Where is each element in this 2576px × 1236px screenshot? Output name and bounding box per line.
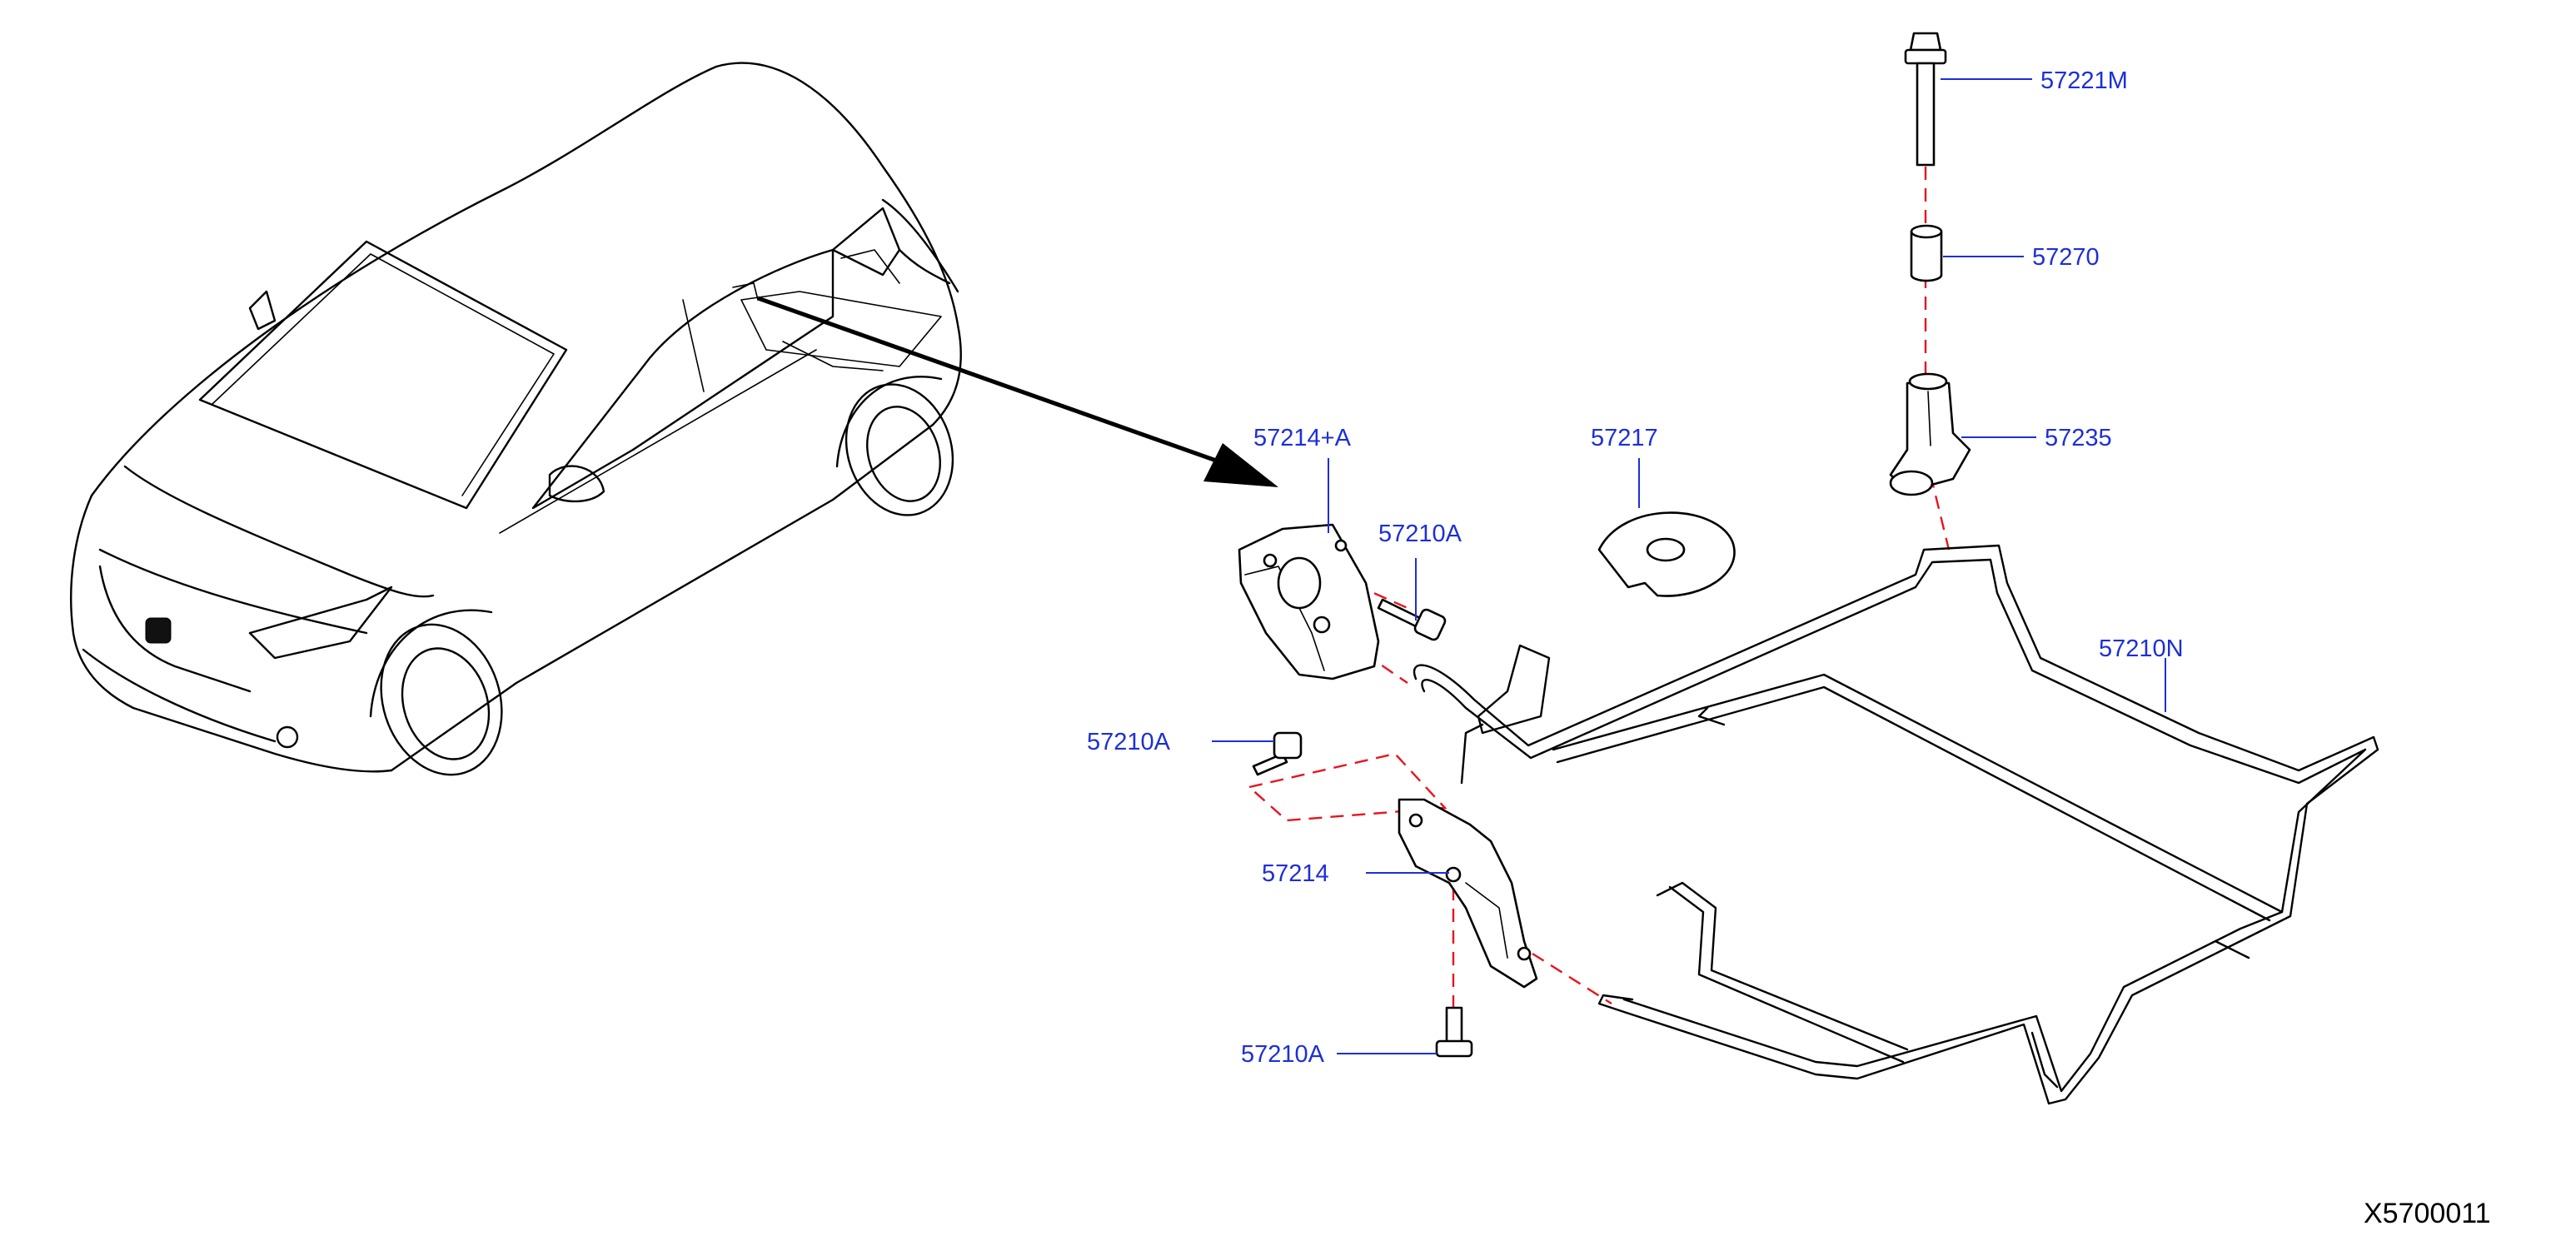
bracket-57214: [1398, 798, 1538, 989]
label-57214: 57214: [1262, 860, 1329, 887]
bolt-57221m: [1904, 32, 1947, 167]
clip-57235: [1889, 372, 1971, 496]
bolt-57210a-left: [1252, 731, 1303, 776]
leader-lines: [1212, 78, 2166, 1054]
bracket-57214a: [1238, 523, 1380, 680]
label-57217: 57217: [1591, 425, 1658, 451]
bolt-57210a-bottom: [1435, 1006, 1473, 1058]
label-57221m: 57221M: [2040, 67, 2128, 94]
vehicle-illustration: [70, 62, 962, 776]
pointer-arrow: [757, 296, 1278, 487]
label-57210a-bottom: 57210A: [1241, 1041, 1325, 1068]
washer-57217: [1597, 511, 1736, 597]
diagram-code: X5700011: [2364, 1198, 2491, 1229]
collar-57270: [1910, 224, 1943, 282]
label-57210a-left: 57210A: [1087, 729, 1171, 755]
label-57214a: 57214+A: [1253, 425, 1352, 451]
part-labels: 57221M 57270 57235 57214+A 57217 57210A …: [1087, 67, 2491, 1229]
label-57210n: 57210N: [2099, 635, 2184, 662]
bolt-57210a-top: [1377, 598, 1447, 641]
label-57235: 57235: [2045, 425, 2112, 451]
label-57210a-top: 57210A: [1378, 521, 1462, 547]
frame-57210n: [1413, 544, 2379, 1105]
label-57270: 57270: [2032, 244, 2100, 271]
emblem-icon: [145, 617, 172, 644]
